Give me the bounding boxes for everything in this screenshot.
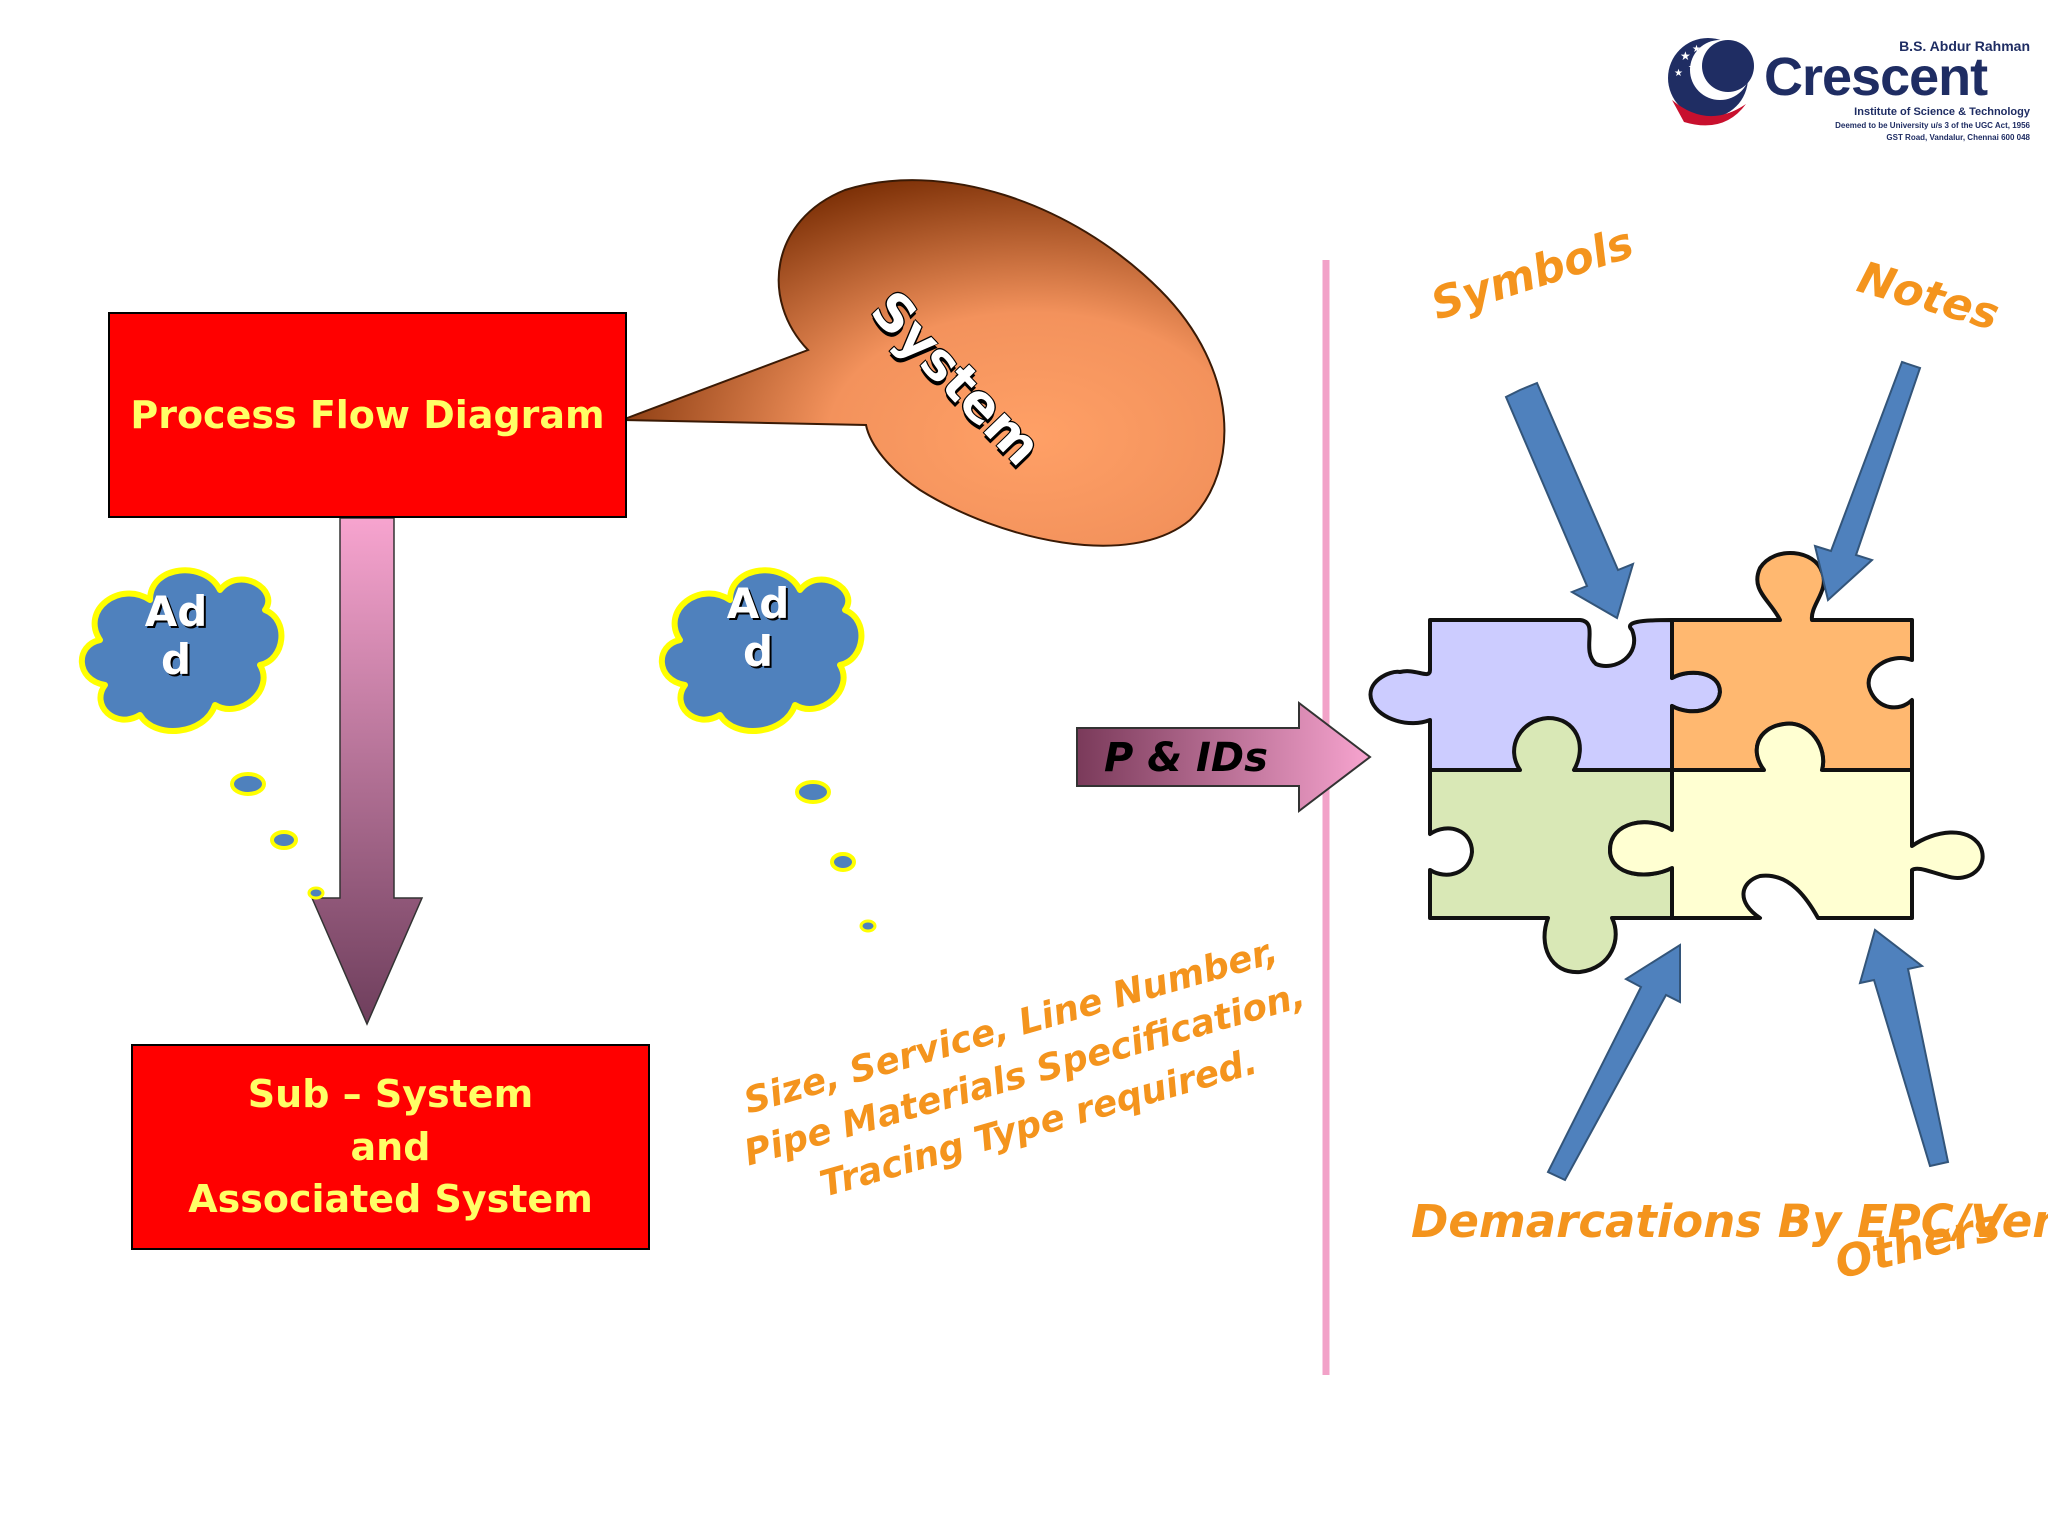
others-arrow [1858,928,1950,1168]
logo-university-line: B.S. Abdur Rahman [1899,38,2030,54]
process-flow-diagram-box: Process Flow Diagram [108,312,627,518]
down-flow-arrow [310,517,424,1026]
symbols-arrow [1504,381,1635,620]
cloud-left-text: Ad d [144,587,208,685]
logo-subtitle: Institute of Science & Technology [1854,106,2030,118]
svg-text:★: ★ [1692,44,1701,55]
process-flow-diagram-label: Process Flow Diagram [130,393,605,437]
logo-deemed-line: Deemed to be University u/s 3 of the UGC… [1835,121,2030,130]
sub-system-box: Sub – System and Associated System [131,1044,650,1250]
blue-arrows [1504,360,1950,1182]
puzzle-graphic [1368,551,1985,975]
pids-arrow-shape [1076,700,1372,814]
svg-text:★: ★ [1680,49,1691,63]
demarcations-label: Demarcations By EPC/Vendor [1411,1195,2048,1248]
puzzle-piece-orange [1670,551,1914,772]
crescent-emblem-icon: ★ ★ ★ ★ [1668,38,1754,126]
logo-address: GST Road, Vandalur, Chennai 600 048 [1886,133,2030,142]
svg-text:★: ★ [1688,63,1696,73]
demarcations-arrow [1546,943,1681,1182]
speech-bubble-shape [621,179,1226,547]
notes-arrow [1813,360,1922,602]
logo-brand: Crescent [1764,47,1988,107]
cloud-right-shape [658,567,877,933]
crescent-logo: ★ ★ ★ ★ B.S. Abdur Rahman Crescent Insti… [1660,30,2030,145]
sub-system-label: Sub – System and Associated System [188,1072,593,1222]
cloud-left-shape [78,567,325,900]
puzzle-piece-yellow [1608,721,1985,920]
cloud-right-text: Ad d [726,579,790,677]
pids-label: P & IDs [1104,735,1268,781]
svg-text:★: ★ [1674,68,1683,79]
